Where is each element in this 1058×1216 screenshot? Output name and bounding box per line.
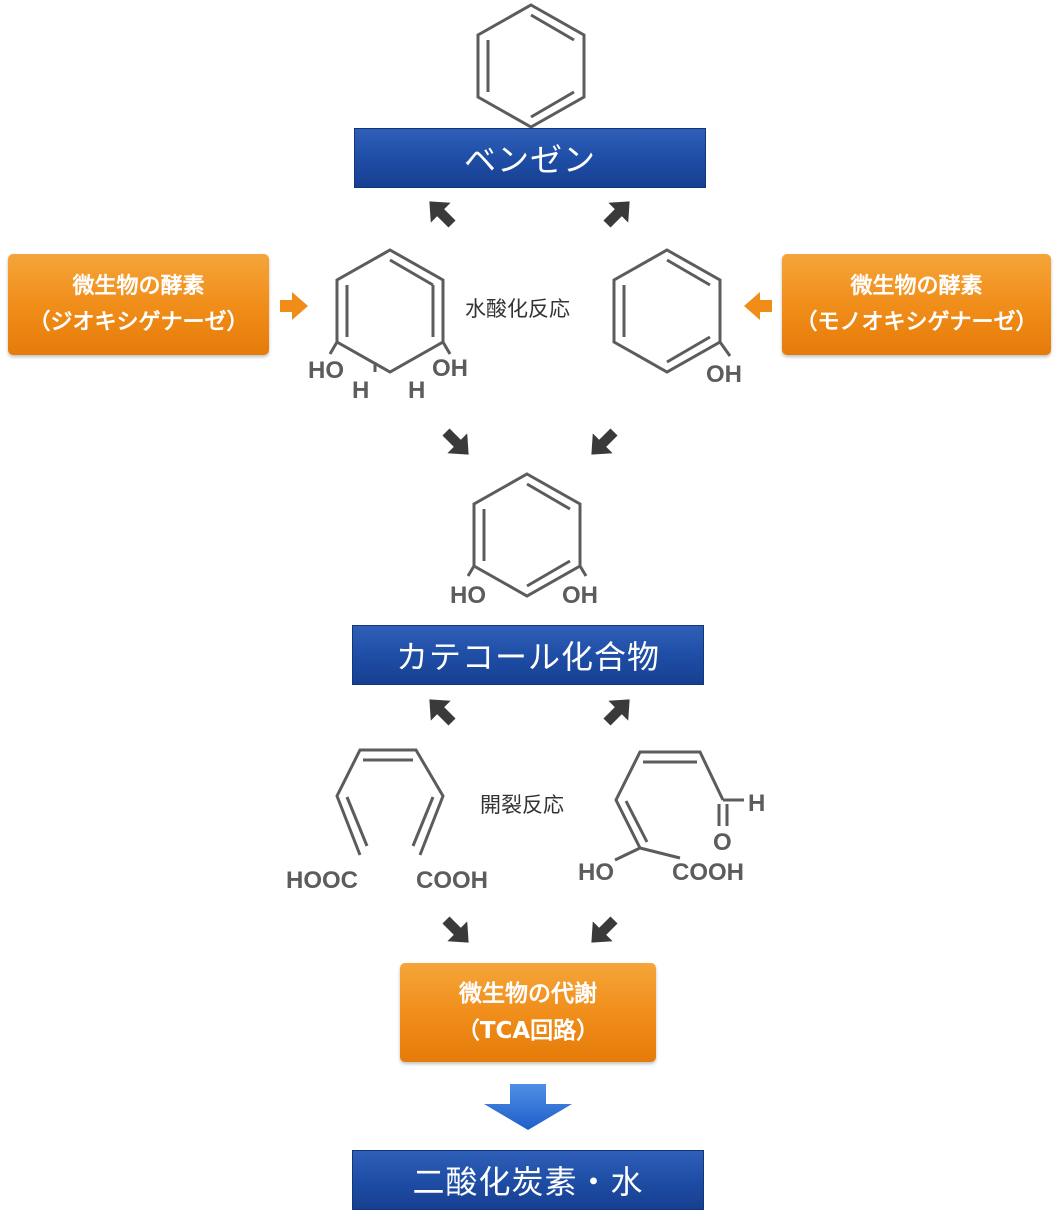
catechol-label: カテコール化合物 xyxy=(395,638,660,676)
arrow-tca-to-final xyxy=(484,1084,572,1130)
benzene-structure xyxy=(476,3,586,129)
phenol-oh-label: OH xyxy=(706,361,742,388)
diol-oh-label: OH xyxy=(432,355,468,382)
catechol-ho-label: HO xyxy=(450,582,486,609)
arrow-dioxygenase xyxy=(280,292,308,320)
benzene-label: ベンゼン xyxy=(463,141,596,179)
catechol-structure xyxy=(466,472,588,598)
benzene-box: ベンゼン xyxy=(354,128,706,188)
arrow-diol-to-catechol xyxy=(442,428,469,455)
aldehyde-o-label: O xyxy=(713,829,732,856)
arrow-phenol-to-catechol xyxy=(591,428,618,455)
tca-line2: （TCA回路） xyxy=(456,1017,600,1044)
diol-h-right-label: H xyxy=(408,377,425,404)
tca-cycle-box: 微生物の代謝 （TCA回路） xyxy=(400,963,656,1062)
semialdehyde-structure xyxy=(614,750,744,862)
monooxygenase-box: 微生物の酵素 （モノオキシゲナーゼ） xyxy=(782,254,1051,355)
dioxygenase-box: 微生物の酵素 （ジオキシゲナーゼ） xyxy=(8,254,269,355)
dioxygenase-line2: （ジオキシゲナーゼ） xyxy=(28,309,249,335)
diacid-left-label: HOOC xyxy=(286,867,358,894)
arrow-semialdehyde-to-tca xyxy=(591,916,618,943)
arrow-benzene-to-phenol xyxy=(603,201,630,228)
tca-line1: 微生物の代謝 xyxy=(459,980,597,1007)
semialdehyde-cooh-label: COOH xyxy=(672,859,744,886)
cleavage-label: 開裂反応 xyxy=(480,793,564,817)
arrow-catechol-to-semialdehyde xyxy=(603,699,630,726)
monooxygenase-line1: 微生物の酵素 xyxy=(850,274,983,300)
semialdehyde-ho-label: HO xyxy=(578,859,614,886)
final-products-box: 二酸化炭素・水 xyxy=(352,1150,704,1210)
arrow-diacid-to-tca xyxy=(442,916,469,943)
hydroxylation-label: 水酸化反応 xyxy=(465,297,570,321)
dioxygenase-line1: 微生物の酵素 xyxy=(72,274,205,300)
dihydrodiol-structure xyxy=(328,248,452,374)
diol-ho-label: HO xyxy=(308,357,344,384)
aldehyde-h-label: H xyxy=(748,790,765,817)
monooxygenase-line2: （モノオキシゲナーゼ） xyxy=(795,309,1038,335)
catechol-oh-label: OH xyxy=(562,582,598,609)
muconic-acid-structure xyxy=(335,748,445,856)
arrow-monooxygenase xyxy=(744,292,772,320)
arrow-catechol-to-diacid xyxy=(429,699,456,726)
diol-h-left-label: H xyxy=(352,377,369,404)
final-products-label: 二酸化炭素・水 xyxy=(412,1163,644,1201)
phenol-structure xyxy=(612,248,732,374)
diacid-right-label: COOH xyxy=(416,867,488,894)
catechol-box: カテコール化合物 xyxy=(352,625,704,685)
arrow-benzene-to-diol xyxy=(429,201,456,228)
